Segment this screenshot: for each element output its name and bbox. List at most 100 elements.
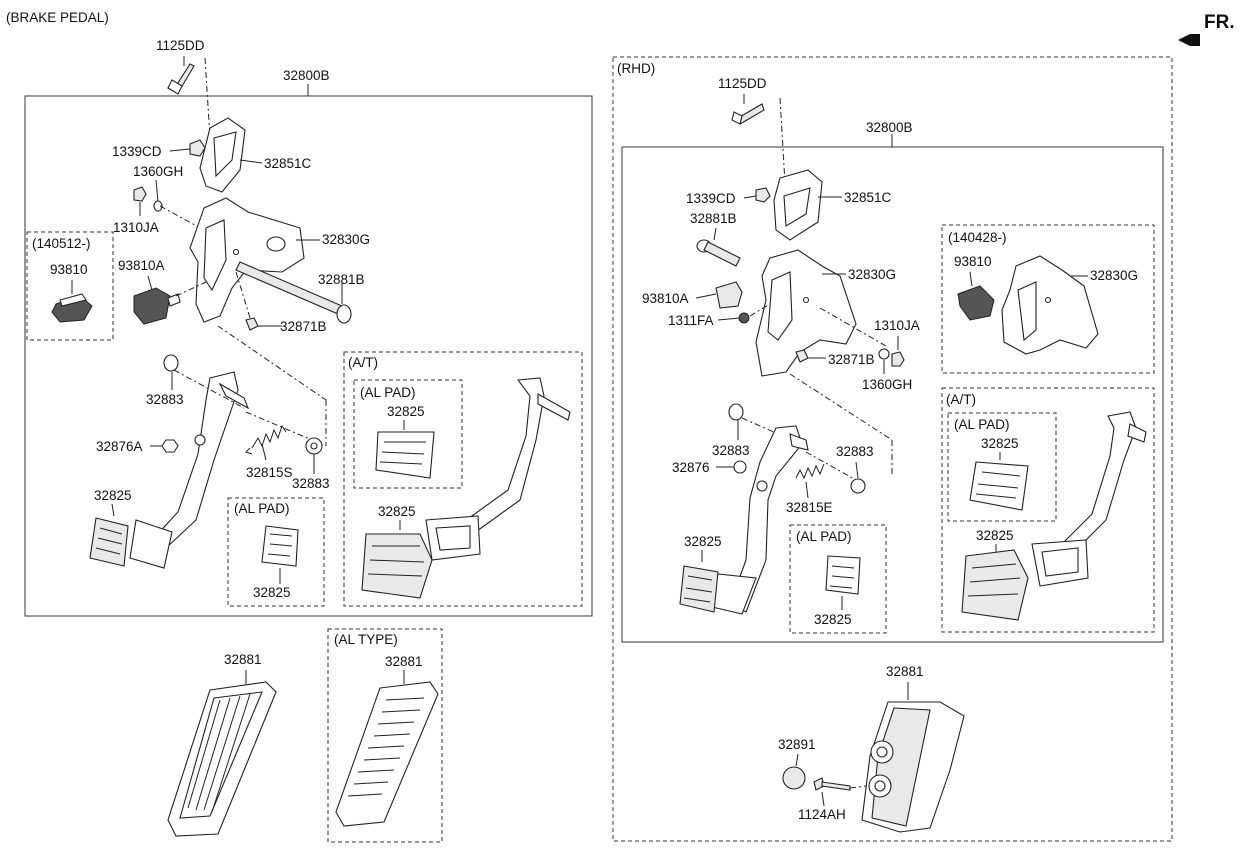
- right-bushing-2: [850, 478, 866, 494]
- left-pin-32881b: [235, 261, 352, 324]
- right-at-brake-pedal: [1031, 411, 1147, 587]
- right-rhd-label: (RHD): [617, 61, 655, 76]
- right-alpad-label: (AL PAD): [796, 529, 852, 544]
- left-bushing-bottom-label: 32883: [292, 476, 330, 491]
- right-version-member-32830g: [1001, 255, 1099, 355]
- right-at-alpad-part: 32825: [981, 436, 1019, 451]
- left-bracket-32851c: [199, 117, 246, 193]
- right-alpad-32825: [825, 555, 861, 595]
- left-stopper-label: 32876A: [96, 439, 143, 454]
- left-accel-label: 32881: [224, 652, 262, 667]
- left-nut-label: 1339CD: [112, 144, 162, 159]
- right-version-box: [941, 224, 1155, 374]
- right-stopper-32876: [733, 460, 747, 474]
- left-at-brake-pedal: [425, 377, 571, 561]
- left-switch-label: 93810: [50, 262, 88, 277]
- left-bushing-top-label: 32883: [146, 392, 184, 407]
- left-altype-box: [327, 628, 443, 843]
- left-stopper-32876a: [161, 439, 179, 453]
- left-at-alpad-32825: [375, 431, 435, 479]
- right-accel-pedal-32881: [861, 701, 965, 833]
- right-at-pad-label: 32825: [976, 528, 1014, 543]
- left-altype-pedal-32881: [335, 681, 439, 827]
- left-nut2-label: 1310JA: [113, 220, 159, 235]
- right-at-label: (A/T): [946, 392, 976, 407]
- right-brake-pedal-arm: [707, 425, 809, 615]
- right-bracket-label: 32851C: [844, 190, 892, 205]
- left-member-label: 32830G: [322, 232, 370, 247]
- left-alpad-label: (AL PAD): [234, 501, 290, 516]
- left-pad-32825: [89, 517, 129, 567]
- right-at-box: [941, 387, 1155, 633]
- diagram-title: (BRAKE PEDAL): [6, 10, 109, 25]
- right-cap-label: 32891: [778, 737, 816, 752]
- left-switch2-label: 93810A: [118, 258, 165, 273]
- left-altype-label: (AL TYPE): [334, 632, 398, 647]
- right-pin-32881b: [696, 239, 741, 267]
- right-assembly-label: 32800B: [866, 120, 913, 135]
- left-alpad-32825: [261, 525, 299, 567]
- left-at-alpad-part: 32825: [387, 404, 425, 419]
- right-bracket-32851c: [773, 169, 823, 241]
- right-version-switch-93810: [957, 285, 995, 321]
- left-version-box: [26, 231, 114, 341]
- left-bolt-label: 1125DD: [156, 38, 205, 53]
- left-switch-93810a: [133, 287, 181, 325]
- right-bushing-top-label: 32883: [712, 443, 750, 458]
- left-spring-32815s: [245, 424, 287, 455]
- left-bolt-1125dd: [167, 63, 195, 95]
- front-direction-label: FR.: [1204, 12, 1235, 33]
- right-pin-label: 32881B: [690, 211, 737, 226]
- left-brake-pedal-arm: [129, 371, 250, 569]
- left-bushing-bottom: [305, 437, 323, 455]
- right-at-pad-32825: [961, 549, 1029, 621]
- right-accel-label: 32881: [886, 664, 924, 679]
- left-pad-label: 32825: [94, 488, 132, 503]
- right-stopper-label: 32876: [672, 460, 710, 475]
- right-spring-label: 32815E: [786, 500, 833, 515]
- left-switch-93810: [51, 293, 93, 323]
- left-bushing-top: [163, 354, 179, 372]
- right-switch-93810a: [715, 281, 743, 309]
- right-bolt-label: 1125DD: [718, 76, 767, 91]
- left-altype-part: 32881: [385, 654, 423, 669]
- left-bolt-32871b: [245, 317, 259, 331]
- right-bolt2-label: 32871B: [828, 352, 875, 367]
- left-pin-label: 32881B: [318, 272, 365, 287]
- left-assembly-label: 32800B: [283, 68, 330, 83]
- left-accel-pedal-32881: [167, 681, 277, 837]
- right-cap-32891: [782, 766, 806, 790]
- right-nut-1339cd: [755, 187, 771, 203]
- right-version-label: (140428-): [948, 230, 1007, 245]
- right-nut2-label: 1310JA: [874, 318, 920, 333]
- right-member-32830g: [755, 249, 857, 377]
- right-screw-label: 1124AH: [798, 807, 846, 822]
- left-at-alpad-box: [353, 379, 463, 489]
- left-alpad-part: 32825: [253, 585, 291, 600]
- right-at-alpad-32825: [969, 461, 1029, 511]
- left-at-alpad-label: (AL PAD): [360, 385, 416, 400]
- right-washer-label: 1360GH: [862, 377, 912, 392]
- right-switch-label: 93810A: [642, 291, 689, 306]
- right-bushing2-label: 32883: [836, 444, 874, 459]
- right-version-member-label: 32830G: [1090, 268, 1138, 283]
- right-bolt-32871b: [795, 349, 809, 363]
- right-version-switch: 93810: [954, 254, 992, 269]
- right-nut3-label: 1311FA: [668, 313, 714, 328]
- left-nut-1310ja: [133, 186, 147, 202]
- right-nut-label: 1339CD: [686, 191, 736, 206]
- right-washer-1360gh: [878, 348, 890, 360]
- right-pad-label: 32825: [684, 534, 722, 549]
- left-member-32830g: [189, 197, 305, 323]
- left-washer-label: 1360GH: [133, 164, 183, 179]
- left-spring-label: 32815S: [246, 465, 293, 480]
- right-bolt-1125dd: [731, 103, 765, 125]
- left-at-box: [343, 351, 583, 607]
- left-at-pad-label: 32825: [378, 504, 416, 519]
- left-at-pad-32825: [361, 533, 433, 599]
- right-nut-1311fa: [738, 312, 750, 324]
- right-spring-32815e: [795, 463, 825, 480]
- right-at-alpad-box: [947, 412, 1057, 522]
